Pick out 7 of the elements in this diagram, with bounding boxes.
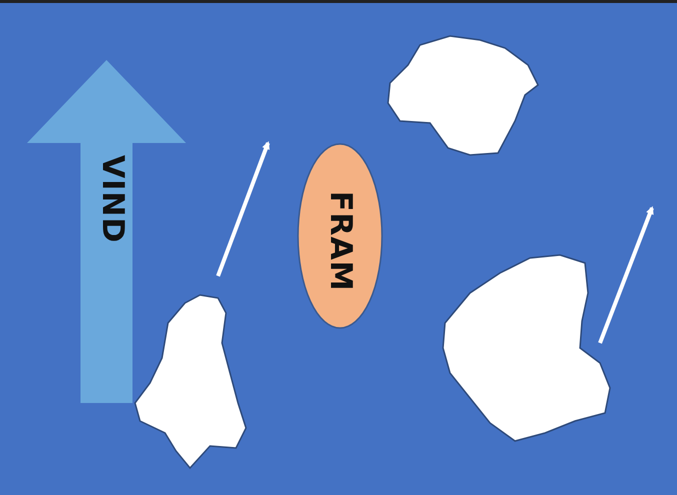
wind-arrow [27, 60, 186, 403]
ice-floe [134, 294, 247, 470]
ship-ellipse [297, 143, 383, 329]
ice-floe [442, 254, 611, 442]
vertical-label: FRAM [325, 191, 355, 292]
vertical-label: VIND [97, 155, 127, 244]
ice-floe [387, 35, 539, 156]
